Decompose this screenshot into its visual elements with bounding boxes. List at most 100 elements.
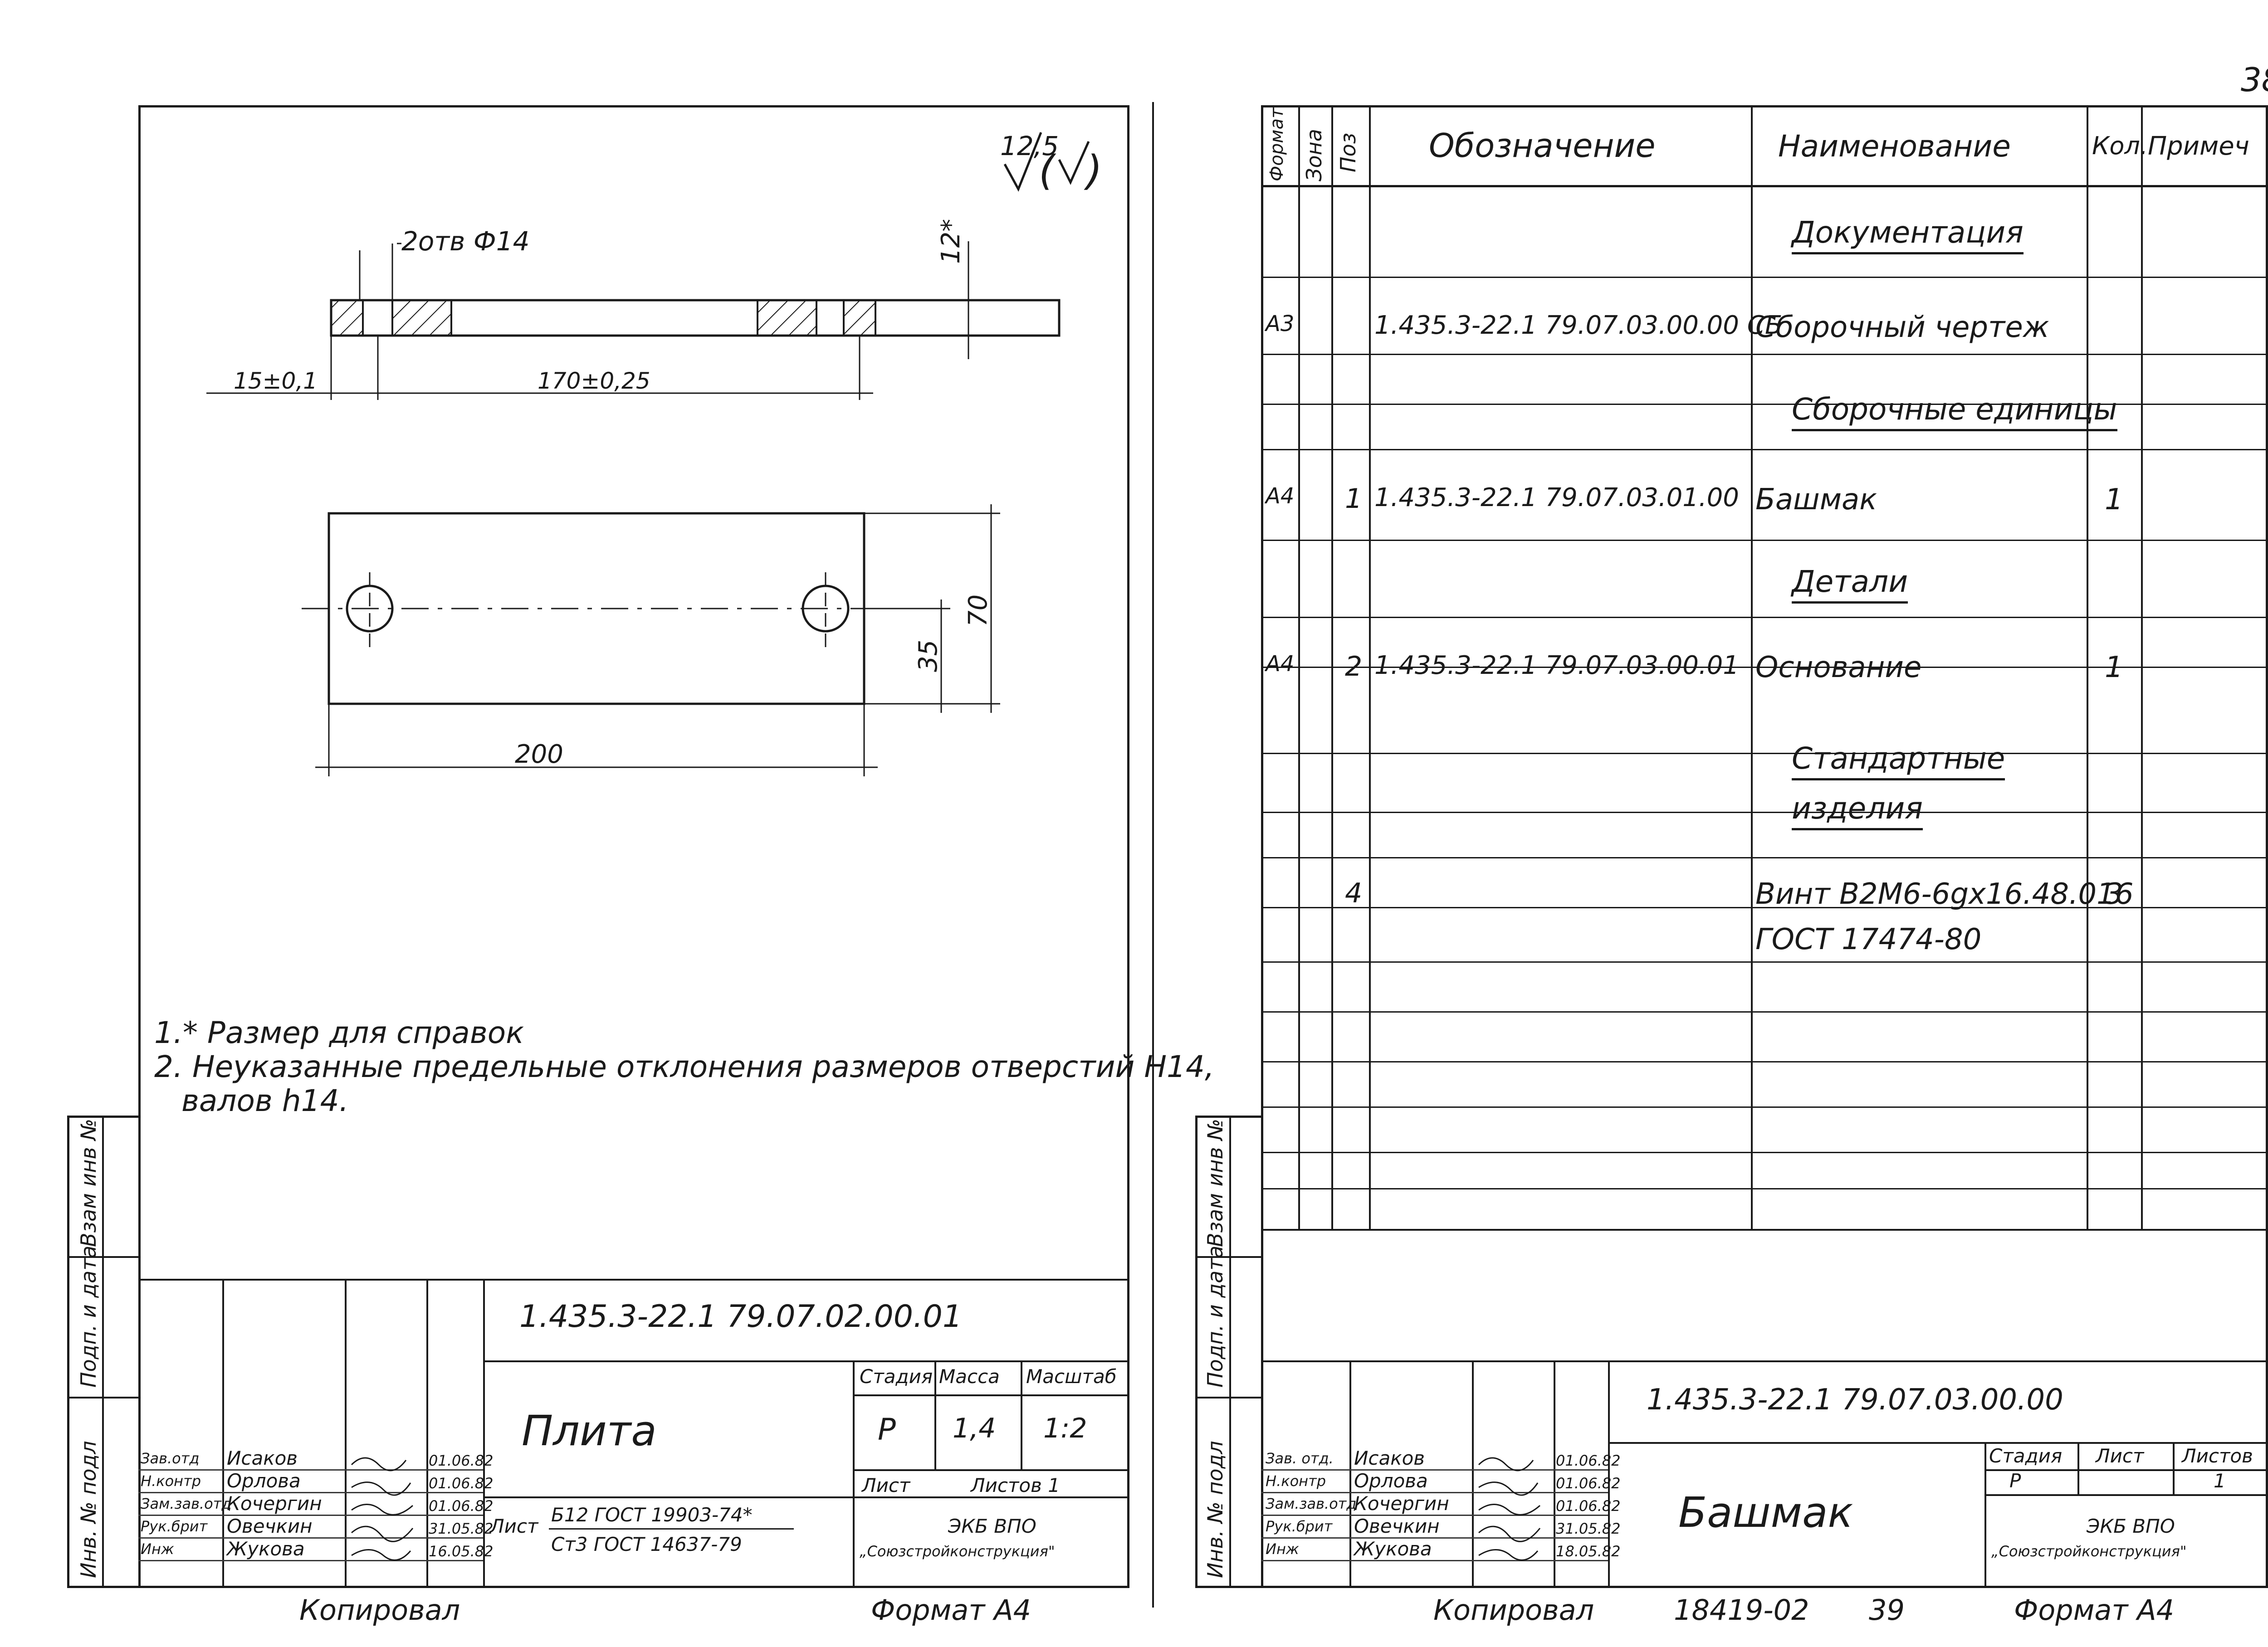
spec-row-1-designation: 1.435.3-22.1 79.07.03.00.00 СБ [1374,311,1783,340]
right-name-5: Жукова [1354,1538,1432,1560]
header-zone: Зона [1302,129,1326,181]
right-stamp-org-2: „Союзстройконструкция" [1991,1543,2187,1560]
left-signatures [351,1457,414,1561]
left-stamp-mass-header: Масса [939,1365,1000,1388]
left-stamp-stage: Р [878,1412,896,1447]
spec-row-5-name: Основание [1755,651,1922,684]
plate-drawing: 12,5 ( ) 2отв Ф14 12 [206,131,1102,776]
left-stamp-title: Плита [522,1407,657,1455]
right-stamp-sheets-header: Листов [2182,1445,2253,1467]
left-stamp-material-2: Ст3 ГОСТ 14637-79 [551,1533,742,1555]
spec-row-8-pos: 4 [1345,877,1363,909]
header-format: Формат [1266,107,1287,181]
svg-text:): ) [1084,147,1102,195]
left-role-1: Зав.отд [141,1450,200,1467]
spec-row-8-name: Винт В2М6-6gx16.48.016 [1755,877,2134,911]
left-name-5: Жукова [227,1538,305,1560]
right-role-1: Зав. отд. [1266,1450,1334,1467]
spec-row-1-name: Сборочный чертеж [1755,311,2049,344]
spec-row-2-name: Сборочные единицы [1792,395,2117,431]
right-spec-frame [1261,105,2268,1588]
left-role-4: Рук.брит [141,1518,208,1535]
svg-text:(: ( [1039,147,1056,195]
right-date-1: 01.06.82 [1556,1452,1621,1469]
holes-dim: 170±0,25 [538,368,650,394]
right-role-2: Н.контр [1266,1472,1326,1490]
hole-note: 2отв Ф14 [401,226,530,257]
left-stamp-designation: 1.435.3-22.1 79.07.02.00.01 [519,1299,963,1335]
right-footer-number: 39 [1869,1593,1905,1627]
right-date-5: 18.05.82 [1556,1543,1621,1560]
header-pos: Поз [1336,132,1360,172]
right-side-label-2: Подп. и дата [1203,1245,1227,1388]
spec-row-6-name: Стандартные [1792,744,2005,780]
right-name-1: Исаков [1354,1447,1425,1469]
left-role-3: Зам.зав.отд [141,1495,232,1512]
left-date-2: 01.06.82 [429,1475,494,1492]
right-date-4: 31.05.82 [1556,1520,1621,1537]
left-stamp-mass: 1,4 [953,1413,996,1444]
spec-row-3-designation: 1.435.3-22.1 79.07.03.01.00 [1374,483,1739,512]
left-stamp-material-prefix: Лист [490,1515,538,1537]
spec-row-0-name: Документация [1792,218,2024,254]
right-footer-code: 18419-02 [1674,1593,1809,1627]
right-signatures [1478,1457,1541,1561]
roughness-symbol: 12,5 ( ) [1000,131,1102,195]
right-stamp-designation: 1.435.3-22.1 79.07.03.00.00 [1647,1383,2063,1417]
note-2: 2. Неуказанные предельные отклонения раз… [154,1049,1214,1084]
left-date-5: 16.05.82 [429,1543,494,1560]
left-name-1: Исаков [227,1447,298,1469]
header-name: Наименование [1778,129,2011,164]
left-stamp-material-1: Б12 ГОСТ 19903-74* [551,1504,753,1526]
left-date-4: 31.05.82 [429,1520,494,1537]
header-designation: Обозначение [1429,127,1656,165]
spec-row-5-designation: 1.435.3-22.1 79.07.03.00.01 [1374,651,1739,680]
center-dim: 35 [914,640,943,672]
left-stamp-org-1: ЭКБ ВПО [948,1515,1036,1537]
left-side-strip [67,1116,141,1588]
left-side-label-3: Инв. № подл [76,1441,101,1578]
header-qty: Кол. [2092,132,2148,160]
right-name-4: Овечкин [1354,1515,1440,1537]
left-stamp-scale: 1:2 [1043,1413,1087,1444]
left-stamp-scale-header: Масштаб [1026,1365,1117,1388]
left-footer-format: Формат А4 [871,1593,1031,1627]
left-role-2: Н.контр [141,1472,201,1490]
right-name-2: Орлова [1354,1470,1428,1492]
right-stamp-stage: Р [2009,1470,2021,1492]
left-role-5: Инж [141,1540,174,1558]
length-dim: 200 [515,740,563,769]
sheet-divider [1152,102,1154,1608]
spec-row-5-format: А4 [1266,651,1295,677]
right-stamp-sheet-header: Лист [2096,1445,2144,1467]
spec-row-1-format: А3 [1266,311,1295,336]
left-footer-copied: Копировал [299,1593,460,1627]
left-date-1: 01.06.82 [429,1452,494,1469]
right-stamp-title: Башмак [1678,1488,1853,1537]
spec-row-7-name: изделия [1792,794,1923,830]
spec-row-3-qty: 1 [2105,483,2123,517]
spec-row-8-qty: 3 [2105,877,2123,911]
spec-row-3-format: А4 [1266,483,1295,509]
right-date-2: 01.06.82 [1556,1475,1621,1492]
right-side-label-1: Взам инв № [1203,1118,1227,1247]
right-stamp-sheets: 1 [2214,1470,2226,1492]
spec-row-3-name: Башмак [1755,483,1877,517]
left-drawing-frame [138,105,1129,1588]
left-name-2: Орлова [227,1470,301,1492]
left-stamp-sheet: Лист [862,1474,910,1496]
left-date-3: 01.06.82 [429,1497,494,1515]
left-stamp-sheets: Листов 1 [971,1474,1060,1496]
left-name-4: Овечкин [227,1515,313,1537]
right-stamp-org-1: ЭКБ ВПО [2087,1515,2175,1537]
width-dim: 70 [963,594,993,627]
left-stamp-stage-header: Стадия [860,1365,933,1388]
spec-row-4-name: Детали [1792,567,1908,604]
left-side-label-1: Взам инв № [76,1118,101,1247]
spec-row-5-pos: 2 [1345,651,1363,682]
note-1: 1.* Размер для справок [154,1015,524,1050]
page-number: 38 [2241,61,2268,99]
thickness-dim: 12* [936,219,966,264]
edge-dim: 15±0,1 [234,368,318,394]
header-note: Примеч [2148,132,2249,161]
